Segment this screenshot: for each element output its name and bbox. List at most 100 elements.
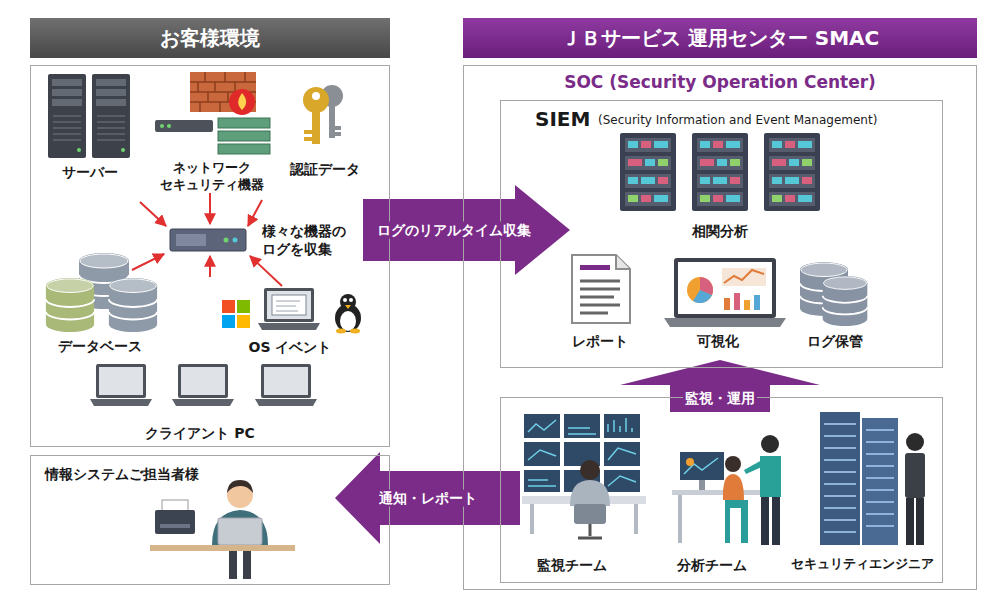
server-icons — [92, 74, 130, 158]
database-icons — [46, 278, 94, 332]
function-label: 可視化 — [697, 332, 739, 350]
siem-title: SIEM — [535, 106, 590, 132]
key-icon — [335, 132, 341, 136]
key-icon — [335, 126, 341, 130]
log-collector-device — [176, 234, 206, 246]
monitoring-team-illustration — [522, 414, 646, 538]
soc-title: SOC (Security Operation Center) — [564, 71, 876, 93]
analysis-team-illustration — [744, 460, 764, 474]
analysis-team-illustration — [761, 435, 779, 453]
device-label: OS イベント — [249, 338, 332, 356]
network-security-icon — [218, 131, 270, 141]
os-event-icons — [272, 295, 306, 315]
person-at-desk — [150, 480, 295, 579]
visualization-icon — [724, 270, 764, 283]
visualization-icon — [724, 298, 730, 310]
network-security-icon — [155, 120, 213, 132]
analysis-team-illustration — [699, 480, 705, 490]
flow-arrow — [363, 185, 570, 275]
visualization-icon — [693, 290, 712, 303]
team-label: 分析チーム — [677, 556, 747, 574]
device-label: クライアント PC — [145, 424, 254, 442]
analysis-team-illustration — [772, 497, 780, 545]
analysis-team-illustration — [678, 495, 682, 543]
analysis-team-illustration — [684, 458, 718, 474]
device-label: 認証データ — [290, 160, 360, 178]
network-security-icon — [218, 144, 270, 154]
security-engineer-illustration — [820, 412, 860, 545]
server-icons — [48, 74, 130, 158]
visualization-icon — [664, 258, 786, 327]
collection-arrow — [132, 254, 164, 270]
security-engineer-illustration — [820, 412, 925, 545]
person-at-desk — [229, 551, 237, 579]
analysis-team-illustration — [723, 474, 744, 500]
client-pc-icons — [90, 364, 152, 406]
device-label: サーバー — [62, 163, 118, 181]
log-storage-icon — [823, 276, 868, 326]
analysis-team-illustration — [686, 458, 694, 466]
visualization-icon — [678, 262, 772, 314]
collection-arrow — [209, 256, 211, 277]
server-icons — [48, 74, 86, 158]
os-event-icons — [335, 304, 361, 332]
visualization-icon — [734, 293, 740, 310]
os-event-icons — [336, 329, 346, 334]
siem-rack-icons — [620, 133, 820, 211]
box-heading: 情報システムご担当者様 — [45, 465, 199, 483]
arrow-label: ログのリアルタイム収集 — [375, 222, 533, 239]
security-engineer-illustration — [905, 453, 925, 498]
visualization-icon — [754, 295, 760, 310]
visualization-icon — [744, 300, 750, 310]
team-label: 監視チーム — [537, 556, 607, 574]
security-engineer-illustration — [906, 498, 914, 545]
customer-panel: お客様環境サーバーネットワーク セキュリティ機器認証データ様々な機器の ログを収… — [30, 65, 390, 447]
collection-arrow — [248, 200, 262, 226]
os-event-icons — [345, 305, 351, 309]
person-at-desk — [150, 545, 295, 551]
key-icon — [304, 137, 312, 141]
monitoring-team-illustration — [524, 470, 560, 492]
network-security-icon — [160, 124, 164, 128]
monitoring-team-illustration — [524, 414, 560, 438]
monitoring-team-illustration — [528, 418, 636, 486]
siem-rack-icons — [620, 133, 676, 211]
os-event-icons — [349, 298, 353, 302]
key-icon — [304, 130, 312, 134]
client-pc-icons — [90, 364, 317, 406]
client-pc-icons — [255, 364, 317, 406]
security-engineer-illustration — [916, 498, 924, 545]
function-label: ログ保管 — [807, 332, 863, 350]
monitoring-team-illustration — [574, 504, 606, 524]
security-engineer-illustration — [824, 424, 894, 532]
os-event-icons — [276, 301, 300, 311]
database-icons — [46, 253, 157, 332]
client-pc-icons — [172, 364, 234, 406]
os-event-icons — [340, 311, 356, 331]
monitoring-team-illustration — [524, 442, 560, 466]
collection-note: 様々な機器の ログを収集 — [262, 222, 362, 258]
report-icon — [572, 255, 630, 323]
network-security-icon — [229, 89, 255, 115]
team-box: 監視チーム分析チームセキュリティエンジニア — [500, 397, 943, 583]
arrow-label: 通知・レポート — [377, 490, 479, 507]
network-security-icon — [167, 124, 171, 128]
os-event-icons — [258, 288, 320, 330]
monitoring-team-illustration — [578, 524, 602, 538]
flow-arrow — [335, 452, 520, 544]
os-event-icons — [222, 288, 361, 334]
device-label: データベース — [58, 337, 142, 355]
log-storage-icon — [800, 262, 867, 326]
monitoring-team-illustration — [604, 414, 640, 438]
analysis-team-illustration — [680, 452, 724, 480]
log-collector-device — [170, 229, 246, 251]
key-icon — [303, 87, 329, 113]
analysis-team-illustration — [725, 456, 741, 472]
function-label: レポート — [572, 332, 628, 350]
monitoring-team-illustration — [530, 504, 534, 534]
analysis-team-illustration — [761, 497, 769, 545]
collection-arrow — [250, 256, 282, 286]
collection-arrow — [209, 193, 211, 224]
person-at-desk — [155, 510, 195, 534]
